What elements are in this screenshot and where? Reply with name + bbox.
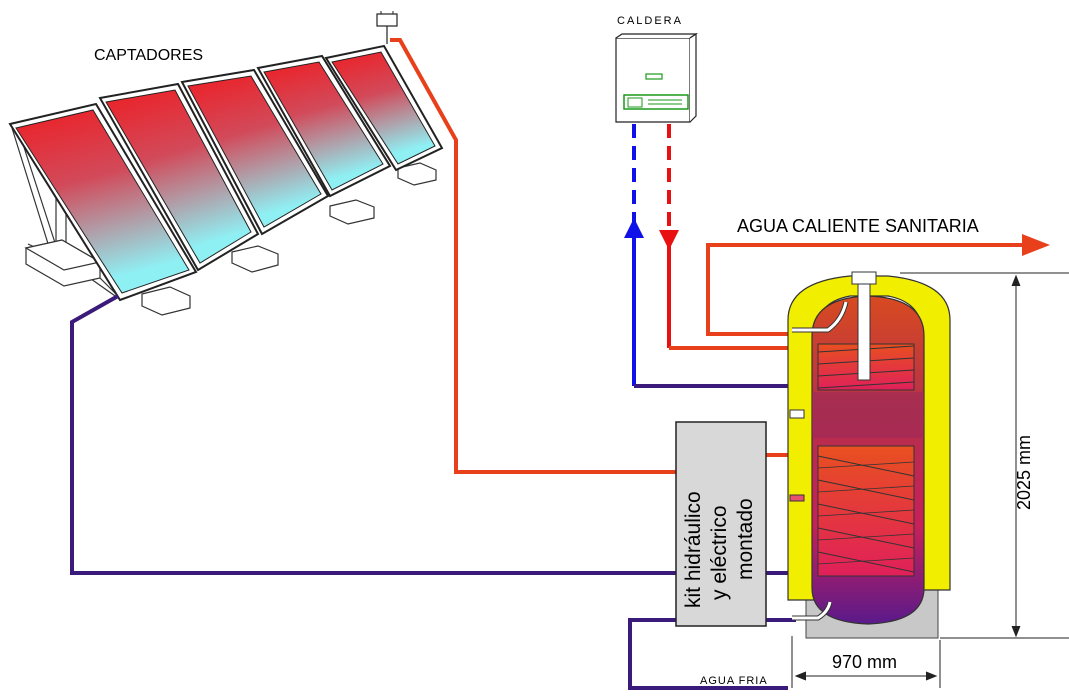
width-dimension xyxy=(791,636,941,688)
acs-label: AGUA CALIENTE SANITARIA xyxy=(737,216,979,236)
kit-label-line3: montado xyxy=(734,498,757,580)
collector-panel-3 xyxy=(180,68,330,236)
width-label: 970 mm xyxy=(832,652,897,672)
caldera-label: CALDERA xyxy=(617,15,683,27)
collector-array: CAPTADORES xyxy=(8,11,444,316)
collector-panel-1 xyxy=(8,102,198,302)
captadores-label: CAPTADORES xyxy=(94,47,203,64)
solar-hot-pipe xyxy=(390,38,676,474)
height-dimension xyxy=(900,272,1069,639)
collector-panel-5 xyxy=(324,44,444,172)
boiler-supply-arrow-icon xyxy=(659,230,679,250)
kit-label-line1: kit hidráulico xyxy=(682,491,705,608)
lower-heating-coil xyxy=(817,445,915,577)
sensor-box-icon xyxy=(376,11,398,44)
acs-arrow-icon xyxy=(1022,234,1050,256)
tank-insulation xyxy=(787,275,951,601)
collector-panel-2 xyxy=(98,82,260,272)
boiler-caldera: CALDERA xyxy=(615,15,698,123)
boiler-return-pipe xyxy=(632,124,800,388)
collector-panel-4 xyxy=(256,54,392,198)
collector-base-blocks xyxy=(24,162,437,316)
tank-top-fitting xyxy=(851,271,877,381)
boiler-return-arrow-icon xyxy=(624,218,644,238)
agua-fria-label: AGUA FRIA xyxy=(700,675,768,687)
storage-tank xyxy=(787,271,951,639)
boiler-supply-pipe xyxy=(667,124,800,350)
solar-cold-pipe xyxy=(70,294,676,575)
hydraulic-kit-box: kit hidráulico y eléctrico montado xyxy=(675,421,767,627)
acs-outlet-pipe xyxy=(706,243,1030,336)
kit-label-line2: y eléctrico xyxy=(708,505,731,600)
height-label: 2025 mm xyxy=(1014,435,1034,510)
